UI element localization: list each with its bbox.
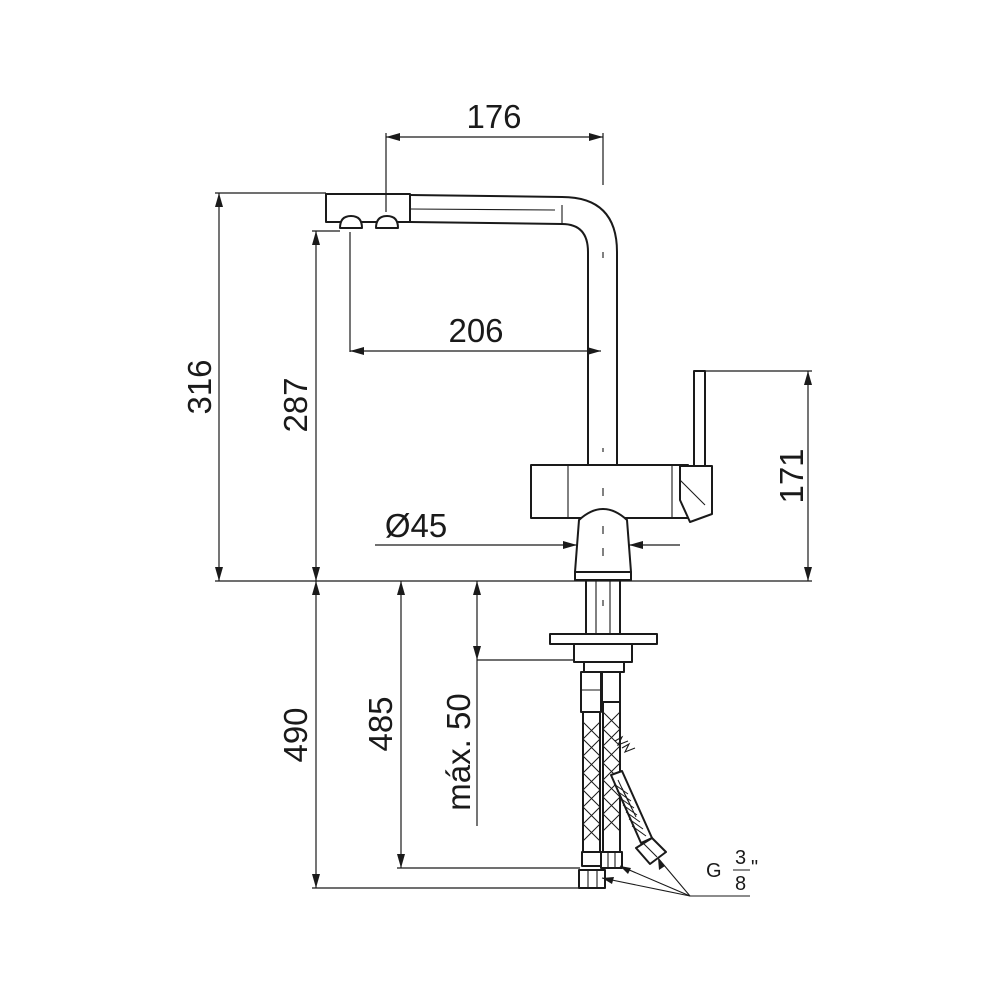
dim-490: 490 bbox=[277, 581, 580, 889]
base-cone bbox=[574, 508, 632, 573]
thread-denominator: 8 bbox=[735, 873, 746, 895]
dim-316-label: 316 bbox=[181, 359, 218, 414]
thread-callout: G 3 8 " bbox=[601, 847, 758, 897]
dim-176-label: 176 bbox=[466, 98, 521, 135]
dim-206: 206 bbox=[349, 232, 601, 355]
dim-max-50: máx. 50 bbox=[440, 581, 575, 826]
under-counter-assembly bbox=[549, 580, 667, 889]
faucet-body bbox=[325, 193, 713, 581]
dim-316: 316 bbox=[181, 192, 326, 581]
dim-206-label: 206 bbox=[448, 312, 503, 349]
hose-diagonal bbox=[610, 735, 667, 865]
spout-tube bbox=[409, 194, 618, 466]
spout-head bbox=[325, 193, 411, 223]
fixing-plate bbox=[549, 633, 658, 645]
thread-unit: " bbox=[751, 857, 758, 879]
fixing-nut bbox=[573, 643, 633, 663]
dim-490-label: 490 bbox=[277, 707, 314, 762]
dim-171-label: 171 bbox=[773, 448, 810, 503]
lever-handle bbox=[693, 370, 706, 468]
dim-287-label: 287 bbox=[277, 377, 314, 432]
dim-max-50-label: máx. 50 bbox=[440, 693, 477, 810]
thread-prefix: G bbox=[706, 860, 722, 882]
hose-middle bbox=[600, 671, 623, 869]
nozzle-left bbox=[339, 215, 363, 229]
dim-485-label: 485 bbox=[362, 696, 399, 751]
dim-171: 171 bbox=[705, 370, 812, 581]
dim-diameter-45: Ø45 bbox=[375, 507, 680, 549]
thread-numerator: 3 bbox=[735, 847, 746, 869]
lever-base bbox=[679, 465, 713, 523]
base-ring bbox=[574, 571, 632, 581]
nozzle-right bbox=[375, 215, 399, 229]
dim-485: 485 bbox=[362, 581, 580, 869]
dim-diameter-45-label: Ø45 bbox=[385, 507, 447, 544]
dim-287: 287 bbox=[277, 230, 340, 581]
dim-176: 176 bbox=[385, 98, 604, 212]
